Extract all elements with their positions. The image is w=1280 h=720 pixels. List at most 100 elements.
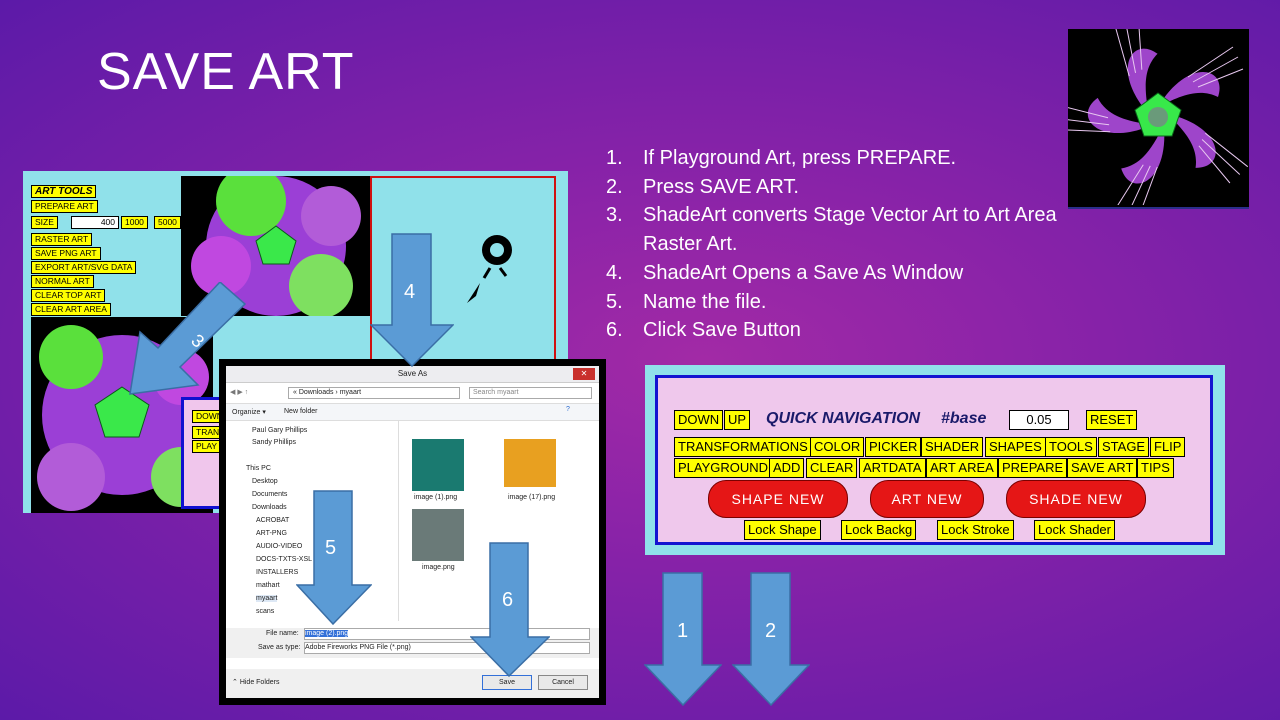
arrow-2-icon: 2 (732, 572, 810, 706)
step-text: If Playground Art, press PREPARE. (643, 147, 957, 169)
tools-button[interactable]: TOOLS (1045, 437, 1097, 457)
file-thumbnail[interactable] (412, 439, 464, 491)
nav-item[interactable]: INSTALLERS (256, 569, 299, 576)
save-art-button[interactable]: SAVE ART (1067, 458, 1138, 478)
save-png-art-button[interactable]: SAVE PNG ART (31, 247, 101, 260)
hide-folders-label: Hide Folders (239, 679, 280, 686)
clear-button[interactable]: CLEAR (806, 458, 858, 478)
step-item: 2.Press SAVE ART. (606, 173, 1066, 202)
add-button[interactable]: ADD (769, 458, 805, 478)
nav-item[interactable]: ART-PNG (256, 530, 287, 537)
help-icon[interactable]: ? (566, 406, 570, 413)
color-button[interactable]: COLOR (810, 437, 865, 457)
arrow-1-label: 1 (677, 620, 688, 642)
size-input[interactable]: 400 (71, 216, 119, 229)
playground-button[interactable]: PLAY (192, 440, 222, 453)
step-item: 5.Name the file. (606, 288, 1066, 317)
art-new-button[interactable]: ART NEW (870, 480, 984, 518)
size-label: SIZE (31, 216, 58, 229)
art-area-button[interactable]: ART AREA (926, 458, 998, 478)
export-art-button[interactable]: EXPORT ART/SVG DATA (31, 261, 137, 274)
step-item: 4. ShadeArt Opens a Save As Window (606, 259, 1066, 288)
path-downloads[interactable]: Downloads (298, 389, 334, 396)
back-forward-icon[interactable]: ◀ ▶ ↑ (230, 389, 249, 396)
file-name[interactable]: image (1).png (414, 494, 458, 501)
step-number: 4. (606, 261, 623, 284)
up-button[interactable]: UP (724, 410, 751, 430)
lock-shader-button[interactable]: Lock Shader (1034, 520, 1115, 540)
dialog-footer: ⌃ Hide Folders Save Cancel (226, 669, 599, 698)
flip-button[interactable]: FLIP (1150, 437, 1186, 457)
down-button[interactable]: DOWN (674, 410, 724, 430)
lock-backg-button[interactable]: Lock Backg (841, 520, 917, 540)
file-list: image (1).png image (17).png image.png (404, 421, 599, 621)
nav-item[interactable]: mathart (256, 582, 280, 589)
step-text: ShadeArt Opens a Save As Window (643, 261, 964, 284)
lock-shape-button[interactable]: Lock Shape (744, 520, 821, 540)
picker-button[interactable]: PICKER (865, 437, 922, 457)
prepare-art-button[interactable]: PREPARE ART (31, 200, 98, 213)
shape-new-button[interactable]: SHAPE NEW (708, 480, 848, 518)
lock-stroke-button[interactable]: Lock Stroke (937, 520, 1014, 540)
playground-button[interactable]: PLAYGROUND (674, 458, 773, 478)
path-myaart[interactable]: myaart (339, 389, 362, 396)
step-item: 1. If Playground Art, press PREPARE. (606, 144, 1066, 173)
arrow-6-icon: 6 (470, 542, 550, 677)
nav-item-selected[interactable]: myaart (256, 595, 278, 602)
file-name[interactable]: image (17).png (508, 494, 556, 501)
hide-folders-button[interactable]: ⌃ Hide Folders (232, 679, 280, 686)
file-thumbnail[interactable] (412, 509, 464, 561)
arrow-4-icon: 4 (370, 233, 454, 367)
nav-item[interactable]: Documents (252, 491, 288, 498)
normal-art-button[interactable]: NORMAL ART (31, 275, 94, 288)
search-input[interactable]: Search myaart (469, 387, 592, 399)
shapes-button[interactable]: SHAPES (985, 437, 1046, 457)
art-tools-heading: ART TOOLS (31, 185, 97, 198)
step-number: 2. (606, 175, 623, 198)
stage-art (181, 176, 371, 316)
size-5000-button[interactable]: 5000 (154, 216, 181, 229)
prepare-button[interactable]: PREPARE (998, 458, 1068, 478)
nav-item[interactable]: Downloads (252, 504, 287, 511)
transformations-button[interactable]: TRAN (192, 426, 224, 439)
organize-button[interactable]: Organize ▾ (232, 409, 266, 416)
file-name-label: File name: (266, 630, 299, 637)
save-type-label: Save as type: (258, 644, 301, 651)
nav-item[interactable]: ACROBAT (256, 517, 290, 524)
nav-item[interactable]: DOCS-TXTS-XSL (256, 556, 313, 563)
arrow-6-label: 6 (502, 589, 513, 611)
clear-art-area-button[interactable]: CLEAR ART AREA (31, 303, 111, 316)
size-1000-button[interactable]: 1000 (121, 216, 148, 229)
raster-art-button[interactable]: RASTER ART (31, 233, 93, 246)
stage-button[interactable]: STAGE (1098, 437, 1150, 457)
dialog-title: Save As (397, 369, 428, 378)
file-thumbnail[interactable] (504, 439, 556, 487)
save-button[interactable]: Save (482, 675, 532, 690)
shader-button[interactable]: SHADER (921, 437, 984, 457)
arrow-1-icon: 1 (644, 572, 722, 706)
new-folder-button[interactable]: New folder (284, 408, 318, 415)
close-button[interactable]: ✕ (573, 368, 595, 380)
tips-button[interactable]: TIPS (1137, 458, 1174, 478)
step-item: 3.ShadeArt converts Stage Vector Art to … (606, 201, 1066, 258)
nav-item[interactable]: Desktop (252, 478, 278, 485)
step-text: Click Save Button (643, 319, 801, 342)
nav-item[interactable]: Sandy Phillips (252, 439, 296, 446)
nav-item[interactable]: Paul Gary Phillips (252, 427, 308, 434)
cancel-button[interactable]: Cancel (538, 675, 588, 690)
art-thumbnail (1056, 21, 1249, 218)
nav-item[interactable]: AUDIO-VIDEO (256, 543, 303, 550)
file-name-value: image (2).png (305, 630, 349, 637)
transformations-button[interactable]: TRANSFORMATIONS (674, 437, 812, 457)
reset-button[interactable]: RESET (1086, 410, 1138, 430)
file-name[interactable]: image.png (422, 564, 455, 571)
path-field[interactable]: « Downloads › myaart (288, 387, 460, 399)
dialog-toolbar: Organize ▾ New folder ? (226, 404, 599, 421)
nav-item[interactable]: scans (256, 608, 275, 615)
base-value-input[interactable]: 0.05 (1009, 410, 1069, 430)
nav-item-this-pc[interactable]: This PC (246, 465, 271, 472)
artdata-button[interactable]: ARTDATA (859, 458, 926, 478)
shade-new-button[interactable]: SHADE NEW (1006, 480, 1146, 518)
base-label: #base (941, 410, 987, 427)
clear-top-art-button[interactable]: CLEAR TOP ART (31, 289, 106, 302)
